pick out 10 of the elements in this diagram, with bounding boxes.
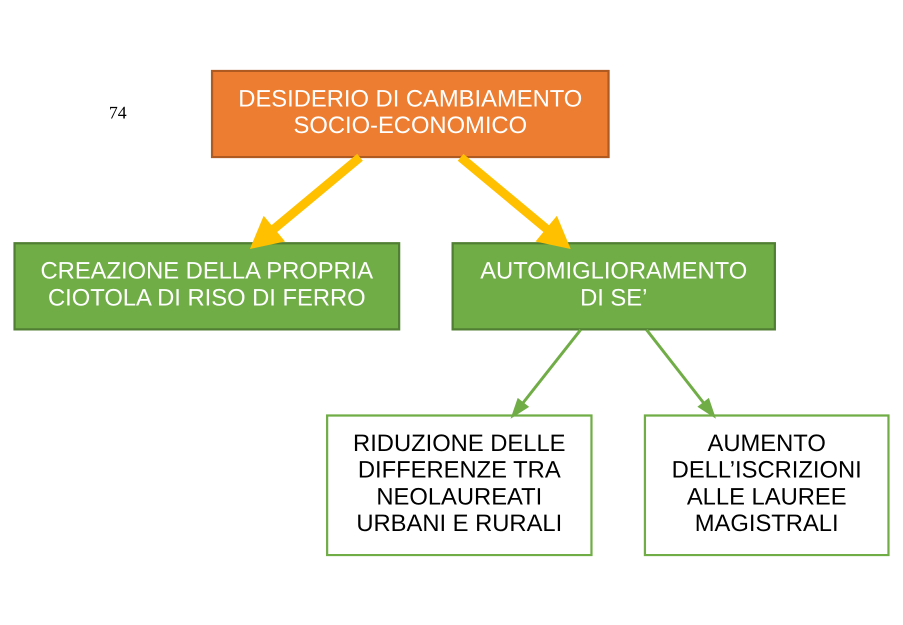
arrow <box>250 153 363 248</box>
node-box: AUMENTO DELL’ISCRIZIONI ALLE LAUREE MAGISTRALI <box>644 414 890 556</box>
arrow <box>458 153 571 248</box>
node-box: RIDUZIONE DELLE DIFFERENZE TRA NEOLAUREATI URBANI E RURALI <box>326 414 593 556</box>
node-box: DESIDERIO DI CAMBIAMENTO SOCIO-ECONOMICO <box>210 69 610 158</box>
node-box: AUTOMIGLIORAMENTO DI SE’ <box>452 242 776 330</box>
arrow <box>645 328 716 418</box>
label: 74 <box>108 102 127 122</box>
arrow <box>510 328 582 418</box>
node-box: CREAZIONE DELLA PROPRIA CIOTOLA DI RISO DI FERRO <box>13 242 400 330</box>
